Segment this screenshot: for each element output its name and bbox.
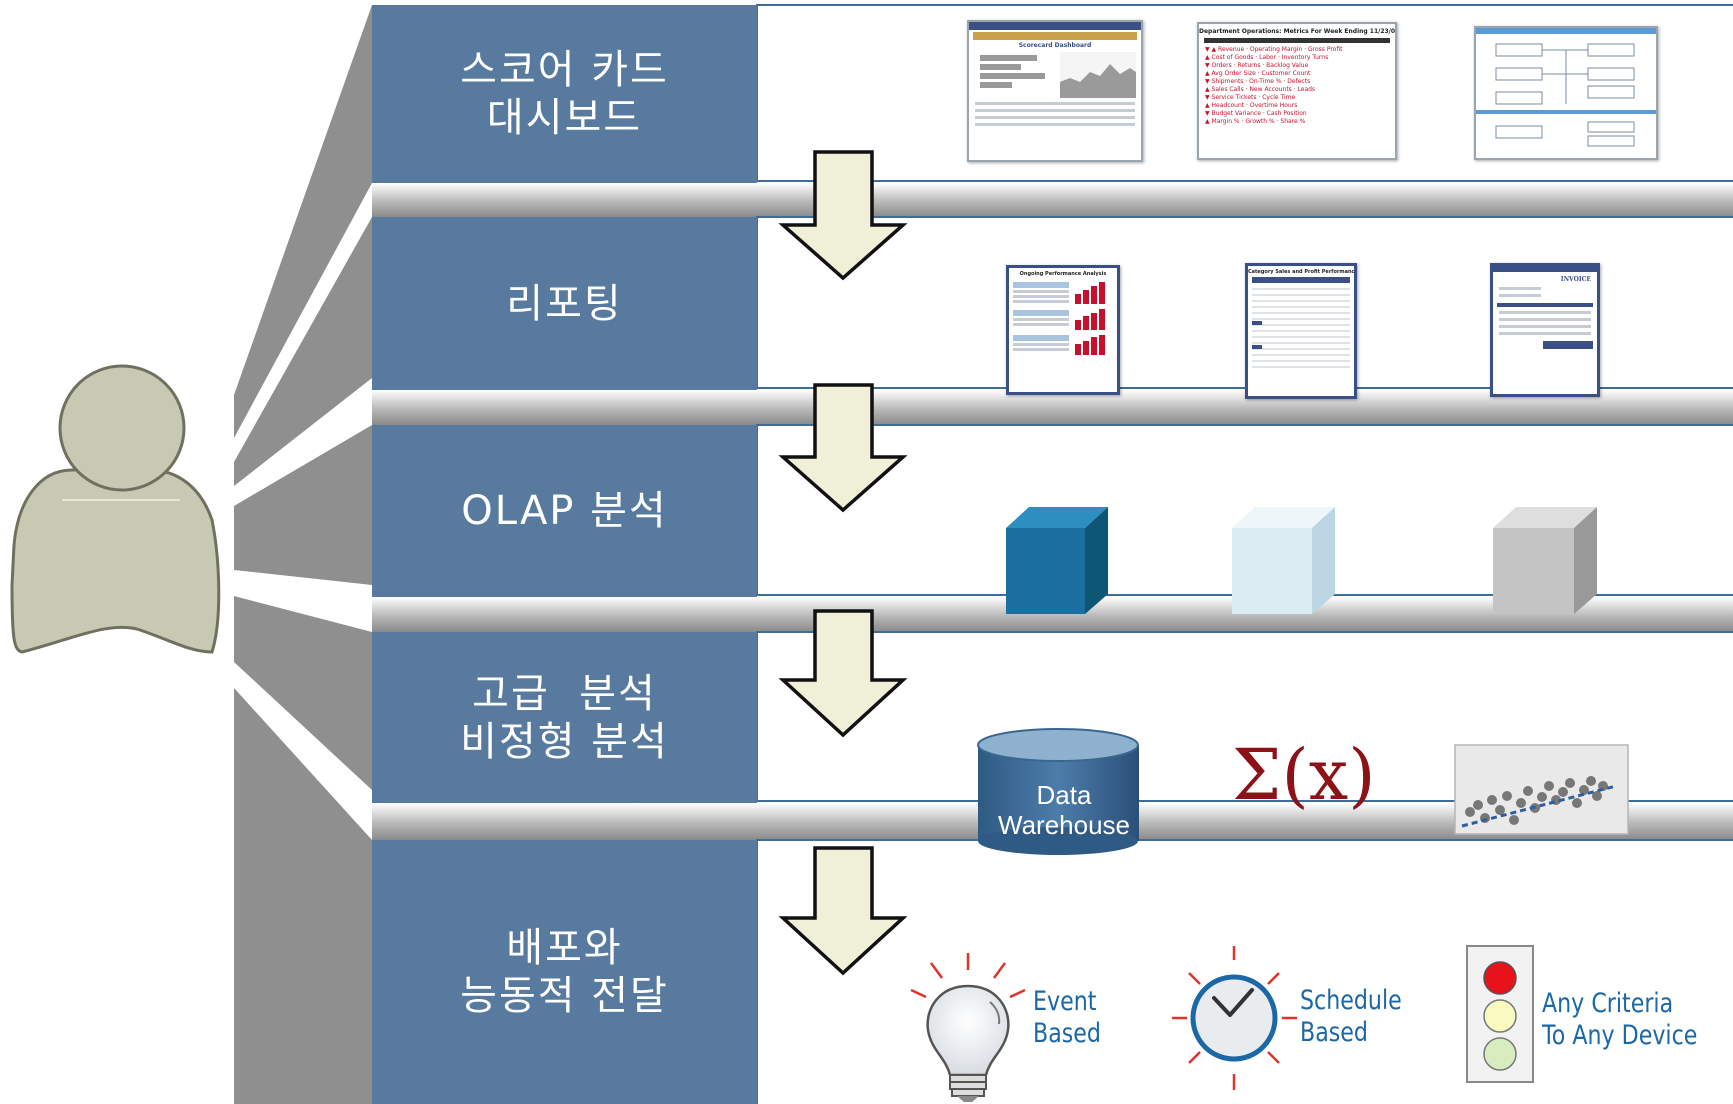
scorecard-thumbnail-2: Department Operations: Metrics For Week … — [1197, 22, 1397, 160]
tier-box-4 — [372, 632, 757, 803]
connector-fan — [234, 5, 372, 1104]
scorecard-thumbnail-3 — [1474, 26, 1658, 160]
any-criteria-caption: Any Criteria To Any Device — [1542, 988, 1698, 1051]
fan-wedge-2 — [234, 217, 372, 486]
fan-wedge-3 — [234, 425, 372, 585]
tier-label-delivery: 배포와 능동적 전달 — [460, 925, 669, 1019]
tier-label-advanced: 고급 분석 비정형 분석 — [460, 670, 669, 765]
bar-chart-icon — [1075, 335, 1105, 355]
grey-cube-icon — [1493, 507, 1597, 614]
traffic-light-icon — [1466, 945, 1534, 1083]
tier-label-reporting: 리포팅 — [506, 280, 623, 327]
area-chart-icon — [1060, 52, 1136, 98]
lightbulb-icon — [910, 953, 1026, 1102]
tier-box-2 — [372, 217, 757, 390]
olap-cubes — [1006, 507, 1597, 614]
event-based-caption: Event Based — [1033, 986, 1101, 1049]
flow-chart-icon — [1476, 43, 1656, 147]
data-table-icon — [1252, 288, 1350, 368]
scatter-trend-icon — [1454, 744, 1629, 835]
down-arrow-icon — [778, 609, 908, 738]
report-thumbnail-1: Ongoing Performance Analysis — [1006, 265, 1120, 395]
flow-arrows — [778, 150, 908, 976]
tier-label-scorecard: 스코어 카드 대시보드 — [460, 47, 669, 141]
bar-chart-icon — [1075, 282, 1105, 304]
down-arrow-icon — [778, 383, 908, 513]
down-arrow-icon — [778, 150, 908, 281]
tier-box-5 — [372, 840, 757, 1104]
tier-label-boxes — [372, 5, 757, 1104]
tier-box-3 — [372, 425, 757, 597]
blue-cube-icon — [1006, 507, 1108, 614]
schedule-based-caption: Schedule Based — [1300, 985, 1402, 1048]
shelf-1 — [372, 183, 1733, 217]
report-thumbnail-2: Category Sales and Profit Performance — [1245, 263, 1357, 399]
yellow-light-icon — [1483, 999, 1517, 1033]
tier-label-olap: OLAP 분석 — [461, 488, 668, 534]
tier-box-1 — [372, 5, 757, 183]
bar-chart-icon — [1075, 309, 1105, 330]
down-arrow-icon — [778, 846, 908, 976]
data-warehouse-label: Data Warehouse — [998, 780, 1130, 840]
fan-wedge-4 — [234, 596, 372, 790]
panel-5 — [756, 839, 1733, 1104]
fan-wedge-1 — [234, 5, 372, 438]
fan-wedge-5 — [234, 688, 372, 1104]
sigma-formula: Σ(x) — [1232, 734, 1376, 816]
report-thumbnail-3: INVOICE — [1490, 263, 1600, 397]
scorecard-thumbnail-1: Scorecard Dashboard — [967, 20, 1143, 162]
user-silhouette-icon — [10, 364, 221, 654]
light-cube-icon — [1232, 507, 1335, 614]
data-warehouse-icon — [977, 728, 1139, 855]
red-light-icon — [1483, 961, 1517, 995]
green-light-icon — [1483, 1037, 1517, 1071]
clock-icon — [1172, 946, 1297, 1090]
